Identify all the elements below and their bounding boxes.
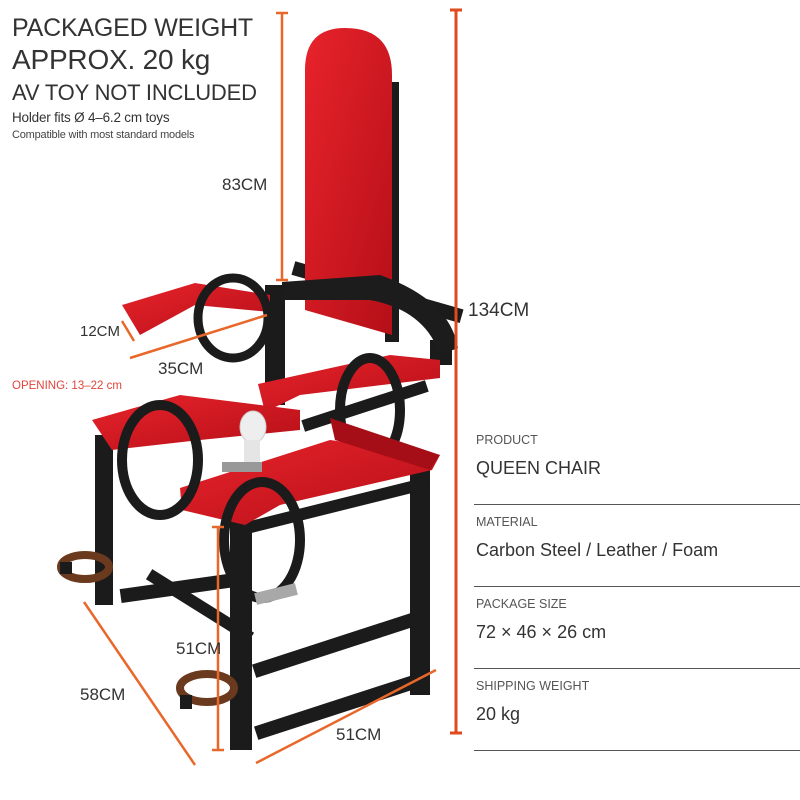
toy-not-included-note: AV TOY NOT INCLUDED [12,80,257,105]
spec-row-material: MATERIAL Carbon Steel / Leather / Foam [474,505,800,587]
spec-value: QUEEN CHAIR [476,458,602,478]
spec-row-shipping-weight: SHIPPING WEIGHT 20 kg [474,669,800,751]
dimension-lines [82,11,437,766]
backrest-cushion [305,28,392,335]
approx-weight: APPROX. 20 kg [12,44,211,75]
waist-strap [282,275,458,355]
spec-label: PACKAGE SIZE [476,597,567,611]
backrest-height-label: 83CM [222,175,268,194]
spec-row-product: PRODUCT QUEEN CHAIR [474,423,800,505]
spec-label: MATERIAL [476,515,538,529]
packaged-weight-label: PACKAGED WEIGHT [12,14,254,42]
seat-height-label: 51CM [176,639,222,658]
spec-row-package-size: PACKAGE SIZE 72 × 46 × 26 cm [474,587,800,669]
spec-value: 72 × 46 × 26 cm [476,622,607,642]
spec-label: SHIPPING WEIGHT [476,679,590,693]
left-armrest [122,283,270,335]
seat-right-cushion [180,440,440,525]
compatibility-note: Compatible with most standard models [12,129,195,141]
spec-value: 20 kg [476,704,521,724]
total-height-line [450,8,462,735]
spec-table: PRODUCT QUEEN CHAIR MATERIAL Carbon Stee… [474,423,800,751]
spec-value: Carbon Steel / Leather / Foam [476,540,719,560]
base-depth-label: 58CM [80,685,126,704]
total-height-label: 134CM [468,300,530,321]
armrest-length-label: 35CM [158,359,204,378]
toy-holder [222,410,298,605]
spec-label: PRODUCT [476,433,538,447]
base-width-label: 51CM [336,725,382,744]
opening-label: OPENING: 13–22 cm [12,380,122,392]
ankle-cuffs [57,551,238,709]
left-thigh-strap [117,400,203,520]
left-arm-strap [193,273,273,363]
holder-fit-note: Holder fits Ø 4–6.2 cm toys [12,110,170,125]
armrest-width-label: 12CM [80,323,121,340]
